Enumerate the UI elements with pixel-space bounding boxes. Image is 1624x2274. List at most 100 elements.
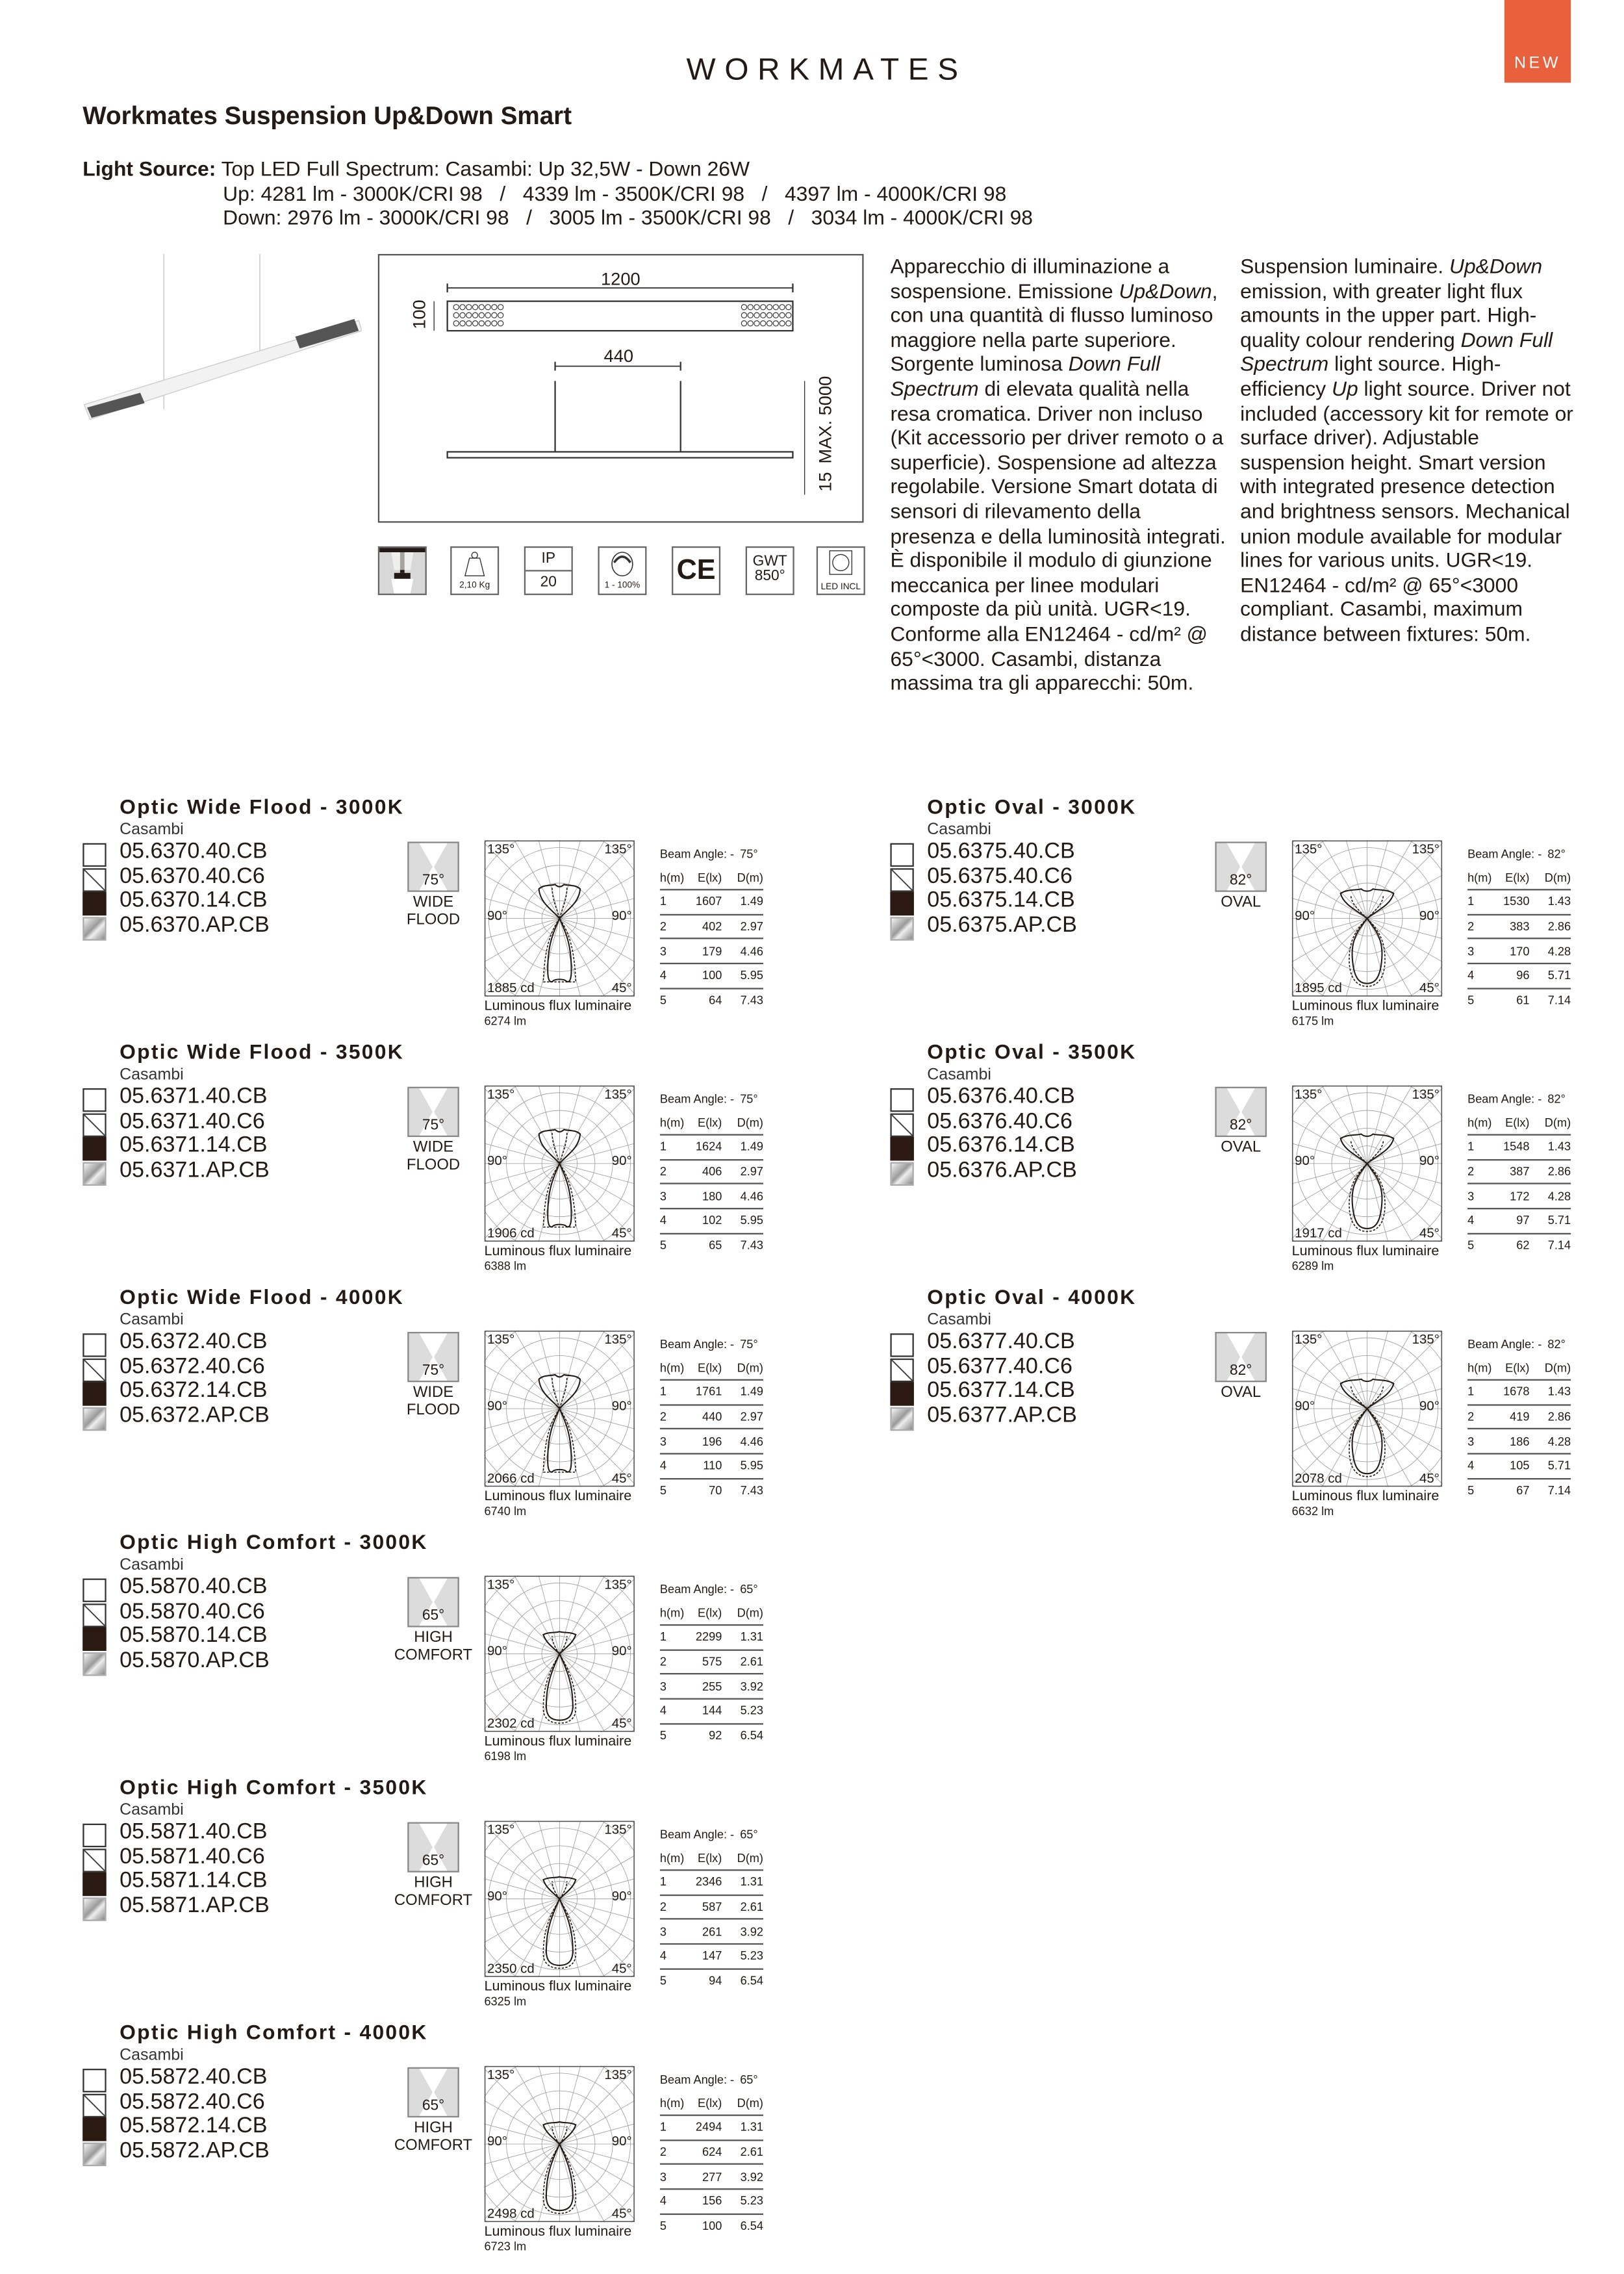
beam-angle-icon: 75° (407, 1331, 459, 1383)
product-code: 05.5870.40.CB (120, 1574, 268, 1600)
beam-angle-icon: 82° (1215, 1086, 1267, 1137)
table-cell: 3.92 (740, 2170, 763, 2184)
beam-angle-row: Beam Angle: -75° (660, 1333, 763, 1356)
flux-value: 6175 lm (1291, 1014, 1334, 1028)
product-code: 05.6372.AP.CB (120, 1402, 270, 1428)
finish-swatch-aluminium (82, 2142, 107, 2166)
table-cell: 2346 (695, 1876, 722, 1889)
product-code: 05.6372.40.C6 (120, 1353, 265, 1379)
max-intensity-label: 1885 cd (487, 980, 535, 995)
table-cell: 172 (1510, 1190, 1530, 1203)
curve-c90 (552, 2126, 568, 2145)
light-source-line2: Up: 4281 lm - 3000K/CRI 98 / 4339 lm - 3… (223, 181, 1007, 205)
table-cell: 5.71 (1547, 1459, 1571, 1473)
table-cell: 5.95 (740, 1214, 763, 1228)
table-cell: 144 (702, 1704, 722, 1718)
max-intensity-label: 1917 cd (1295, 1226, 1342, 1241)
finish-swatch-black (890, 1137, 914, 1161)
table-cell: 170 (1510, 944, 1530, 958)
product-code: 05.6370.14.CB (120, 888, 268, 913)
product-code: 05.6376.40.C6 (927, 1108, 1072, 1134)
description-english: Suspension luminaire. Up&Down emission, … (1240, 254, 1577, 646)
optic-subtitle: Casambi (927, 1066, 991, 1084)
table-cell: 94 (709, 1974, 722, 1987)
curve-c0 (542, 1631, 577, 1655)
beam-angle-icon: 65° (407, 1577, 459, 1628)
table-cell: 6.54 (740, 1974, 763, 1987)
finish-swatch-white-black (82, 1603, 107, 1627)
table-cell: 5 (1467, 1483, 1475, 1498)
header-height: h(m) (659, 1116, 685, 1130)
header-illuminance: E(lx) (697, 871, 722, 885)
header-height: h(m) (659, 1361, 685, 1375)
optic-subtitle: Casambi (120, 821, 184, 839)
table-cell: 261 (702, 1924, 722, 1939)
description-segment: emission, with greater light flux amount… (1240, 278, 1537, 351)
angle-label-90: 90° (1295, 1153, 1315, 1168)
optic-subtitle: Casambi (120, 1556, 184, 1574)
optic-title: Optic High Comfort - 4000K (120, 2020, 428, 2044)
flux-value: 6632 lm (1291, 1504, 1334, 1518)
table-cell: 4 (659, 1704, 667, 1718)
table-cell: 4 (1467, 1459, 1475, 1473)
flux-caption: Luminous flux luminaire (484, 2223, 632, 2240)
table-cell: 2 (659, 1900, 667, 1914)
finish-swatch-aluminium (890, 1162, 914, 1186)
header-illuminance: E(lx) (697, 1851, 722, 1865)
table-cell: 3 (659, 1680, 667, 1694)
table-cell: 1 (659, 1140, 667, 1155)
product-code: 05.6377.AP.CB (927, 1402, 1077, 1428)
flux-value: 6723 lm (484, 2240, 527, 2254)
table-cell: 3 (659, 944, 667, 958)
finish-swatch-black (890, 892, 914, 916)
header-illuminance: E(lx) (697, 1361, 722, 1375)
ip-value: 20 (540, 574, 557, 591)
beam-angle-label: Beam Angle: - (1467, 848, 1542, 862)
beam-angle-label: Beam Angle: - (659, 1828, 735, 1842)
optic-title: Optic Wide Flood - 4000K (120, 1284, 404, 1309)
table-cell: 575 (702, 1655, 722, 1669)
beam-angle-label: Beam Angle: - (659, 1338, 735, 1352)
angle-label-135: 135° (1412, 1087, 1440, 1102)
table-cell: 5.95 (740, 1459, 763, 1473)
table-cell: 1 (659, 2121, 667, 2135)
finish-swatch-black (82, 1137, 107, 1161)
finish-swatch-white (890, 1333, 914, 1357)
table-cell: 1.49 (740, 895, 763, 909)
curve-c0-lower (547, 1407, 572, 1473)
beam-type-line: FLOOD (406, 910, 461, 928)
dimension-drawing: 1200 100 440 MAX. 5000 15 (377, 253, 864, 523)
curve-c0-lower (547, 1162, 572, 1228)
flux-value: 6388 lm (484, 1259, 527, 1273)
table-cell: 402 (702, 920, 722, 934)
product-code: 05.5870.14.CB (120, 1623, 268, 1648)
product-code: 05.6371.40.C6 (120, 1108, 265, 1134)
beam-angle-row: Beam Angle: -82° (1467, 843, 1571, 866)
table-cell: 5.23 (740, 1949, 763, 1963)
finish-swatch-white (82, 1333, 107, 1357)
table-cell: 3.92 (740, 1680, 763, 1694)
table-cell: 2494 (695, 2121, 722, 2135)
table-header: h(m)E(lx)D(m) (659, 1846, 763, 1871)
angle-label-90: 90° (487, 1889, 507, 1904)
beam-type-line: HIGH (414, 1628, 453, 1647)
angle-label-90: 90° (487, 1398, 507, 1413)
angle-label-135: 135° (604, 2067, 631, 2082)
